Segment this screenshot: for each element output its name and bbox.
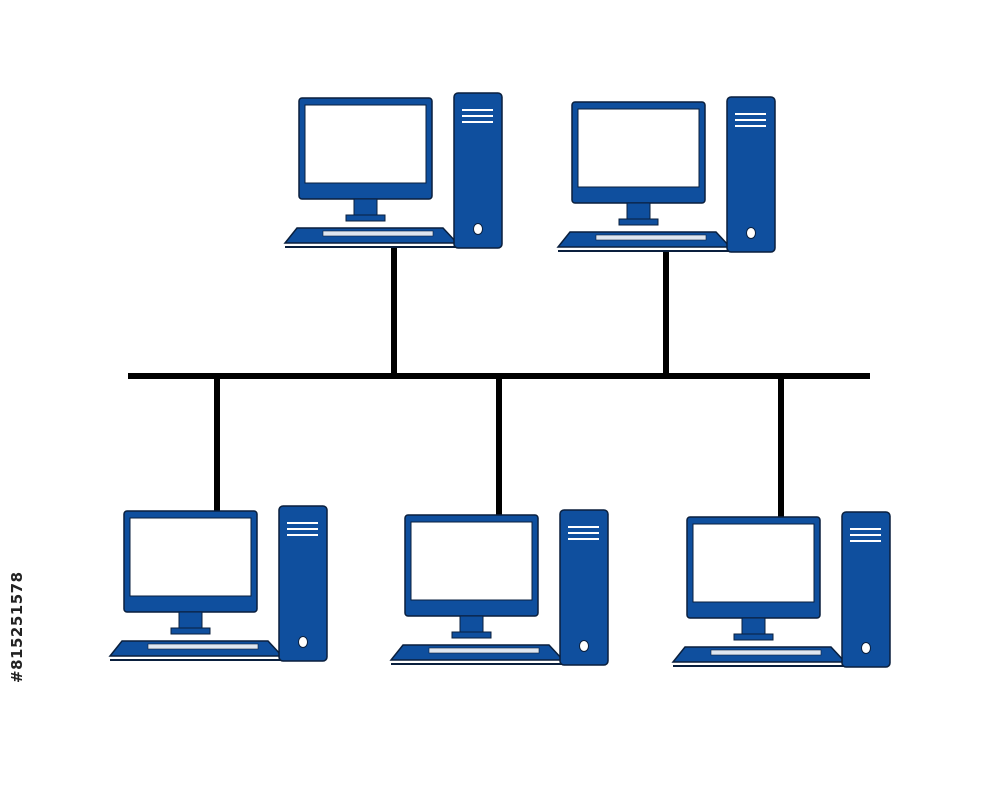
desktop-computer-icon <box>672 511 891 668</box>
desktop-computer-icon <box>284 92 503 249</box>
desktop-computer-icon <box>557 96 776 253</box>
desktop-computer-icon <box>390 509 609 666</box>
network-cables <box>128 246 870 517</box>
desktop-computer-icon <box>109 505 328 662</box>
stock-id-label: #815251578 <box>8 571 26 683</box>
